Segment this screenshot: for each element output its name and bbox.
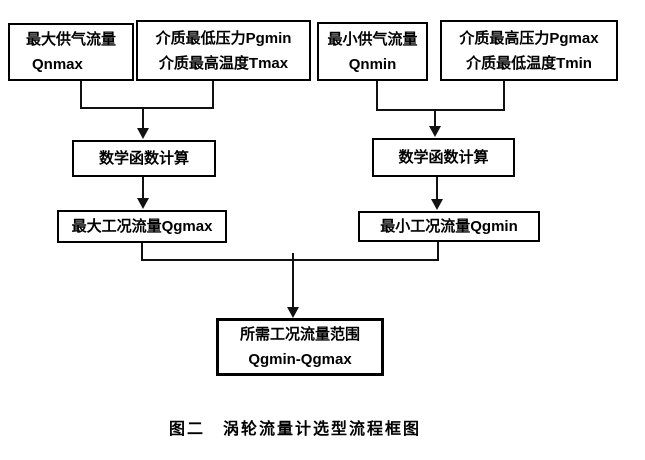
node-pgmin-tmax-line1: 介质最低压力Pgmin bbox=[155, 29, 292, 47]
node-pgmin-tmax: 介质最低压力Pgmin 介质最高温度Tmax bbox=[136, 20, 311, 81]
connector-left-merge-stem bbox=[142, 109, 144, 129]
node-result-line2: Qgmin-Qgmax bbox=[248, 351, 352, 368]
connector-calcright-stem bbox=[436, 177, 438, 200]
connector-qgmax-drop bbox=[141, 243, 143, 261]
node-qgmax: 最大工况流量Qgmax bbox=[57, 210, 227, 243]
arrow-down-icon bbox=[287, 307, 299, 318]
node-pgmax-tmin-line2: 介质最低温度Tmin bbox=[466, 54, 592, 72]
node-qnmin: 最小供气流量 Qnmin bbox=[317, 22, 428, 81]
node-result: 所需工况流量范围 Qgmin-Qgmax bbox=[216, 318, 384, 376]
arrow-down-icon bbox=[429, 126, 441, 137]
arrow-down-icon bbox=[137, 198, 149, 209]
connector-calcleft-stem bbox=[142, 177, 144, 199]
node-qgmin-label: 最小工况流量Qgmin bbox=[380, 218, 518, 235]
connector-right-merge bbox=[376, 109, 505, 111]
connector-left-merge bbox=[80, 107, 214, 109]
node-result-line1: 所需工况流量范围 bbox=[239, 326, 360, 343]
connector-qnmax-drop bbox=[80, 81, 82, 109]
node-calc-left: 数学函数计算 bbox=[72, 140, 216, 177]
connector-bottom-merge bbox=[141, 259, 439, 261]
arrow-down-icon bbox=[431, 199, 443, 210]
connector-pgmax-drop bbox=[503, 81, 505, 111]
node-qgmin: 最小工况流量Qgmin bbox=[358, 211, 540, 242]
node-calc-right: 数学函数计算 bbox=[372, 138, 515, 177]
node-qnmax-line1: 最大供气流量 bbox=[25, 31, 116, 48]
node-calc-left-label: 数学函数计算 bbox=[98, 150, 189, 167]
node-qnmax-line2: Qnmax bbox=[32, 56, 83, 73]
arrow-down-icon bbox=[137, 128, 149, 139]
node-qgmax-label: 最大工况流量Qgmax bbox=[71, 218, 213, 235]
node-qnmin-line2: Qnmin bbox=[348, 55, 397, 73]
node-pgmax-tmin-line1: 介质最高压力Pgmax bbox=[459, 29, 599, 47]
node-calc-right-label: 数学函数计算 bbox=[398, 149, 489, 166]
node-qnmax: 最大供气流量 Qnmax bbox=[8, 23, 134, 81]
figure-caption: 图二 涡轮流量计选型流程框图 bbox=[168, 421, 421, 438]
node-pgmax-tmin: 介质最高压力Pgmax 介质最低温度Tmin bbox=[440, 20, 618, 81]
connector-qnmin-drop bbox=[376, 81, 378, 111]
connector-qgmin-drop bbox=[437, 242, 439, 261]
connector-right-merge-stem bbox=[434, 111, 436, 127]
connector-pgmin-drop bbox=[212, 81, 214, 109]
connector-bottom-merge-stem bbox=[292, 253, 294, 308]
node-qnmin-line1: 最小供气流量 bbox=[327, 30, 418, 48]
node-pgmin-tmax-line2: 介质最高温度Tmax bbox=[158, 54, 289, 72]
